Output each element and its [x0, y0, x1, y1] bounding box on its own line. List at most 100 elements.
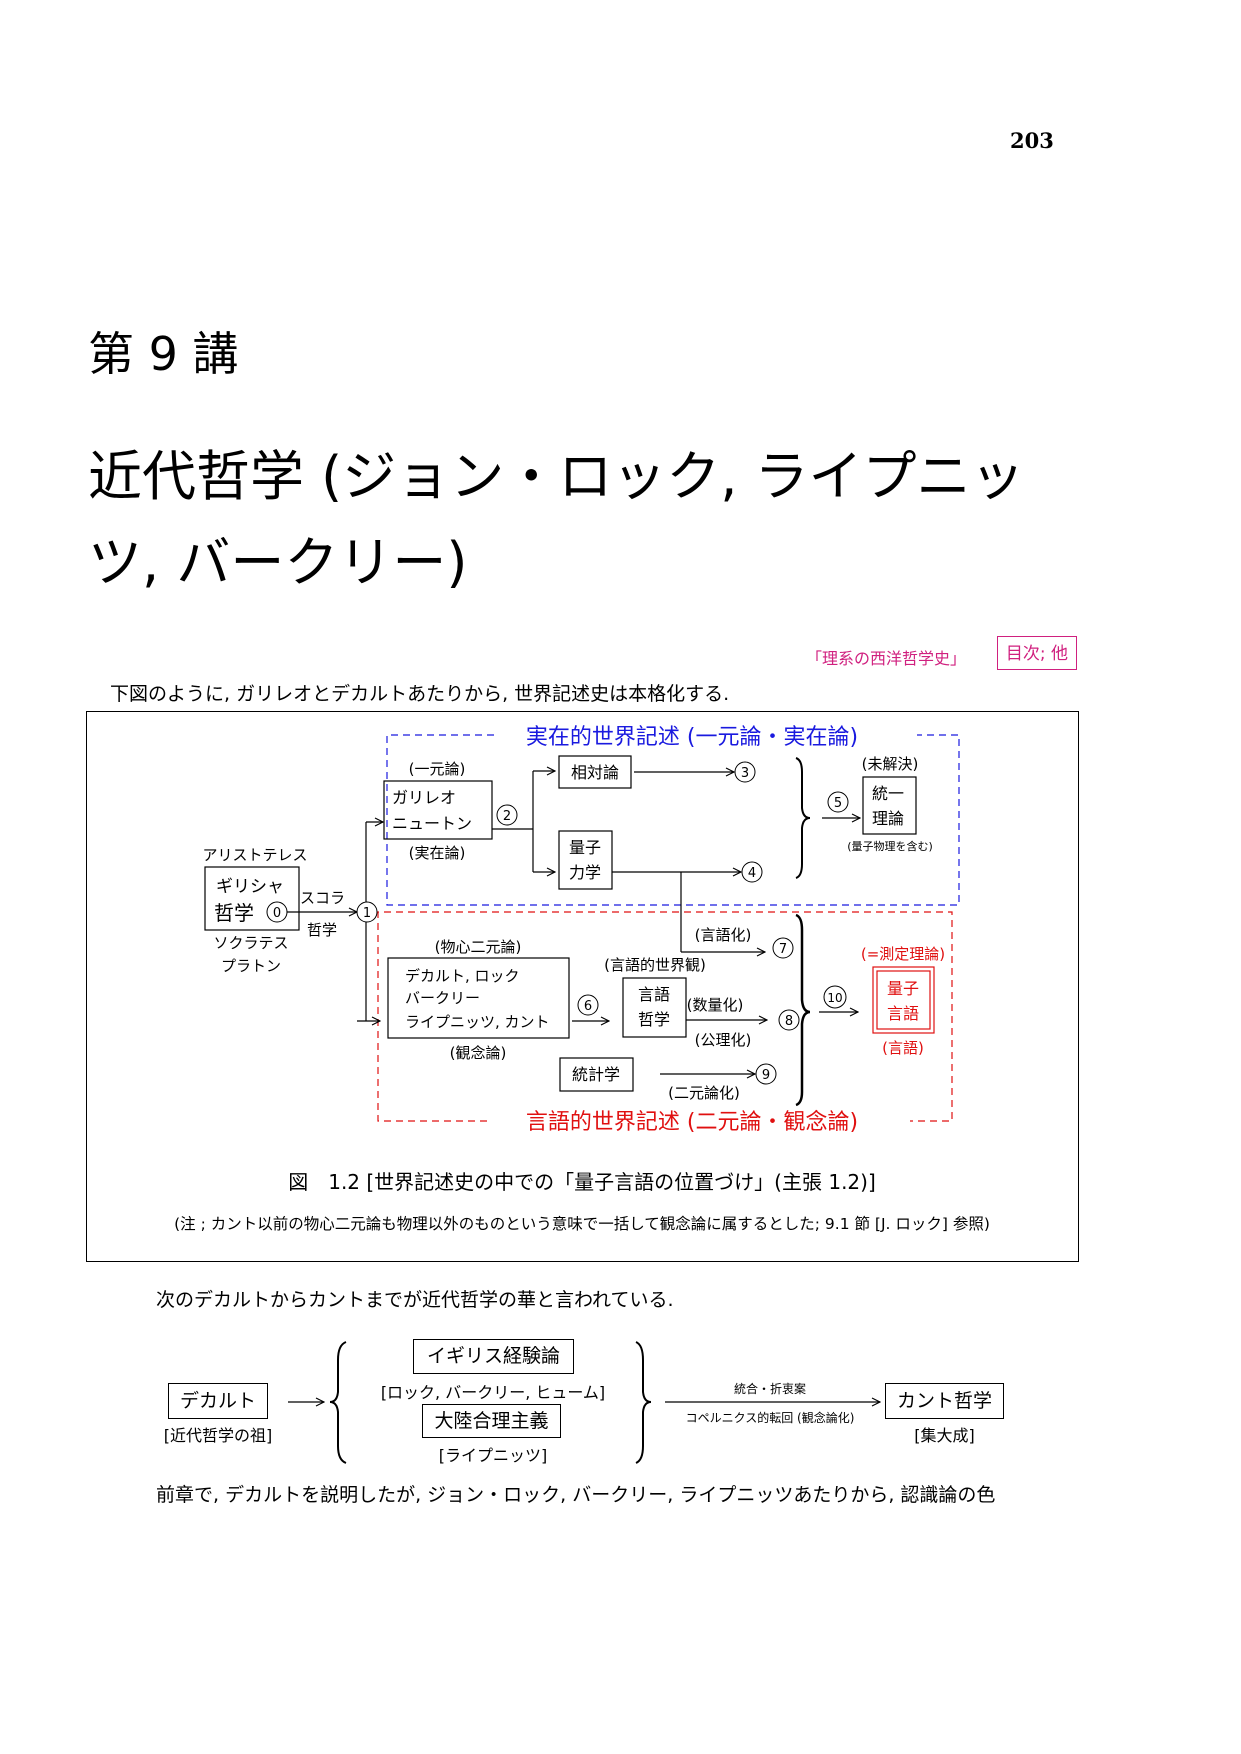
descartes-group-box: [387, 957, 570, 1039]
circle-5: 5: [827, 791, 849, 813]
linguistic-title: 言語的世界記述 (二元論・観念論): [526, 1110, 858, 1135]
flow-empiricism-box: イギリス経験論: [413, 1339, 574, 1374]
statistics-box: [559, 1057, 634, 1092]
figure-note: (注 ; カント以前の物心二元論も物理以外のものという意味で一括して観念論に属す…: [174, 1214, 990, 1233]
figure-caption: 図 1.2 [世界記述史の中での「量子言語の位置づけ」(主張 1.2)]: [288, 1170, 876, 1194]
language-philosophy-box: [622, 977, 687, 1038]
quantum-line1: 量子: [569, 838, 601, 857]
descartes-line2: バークリー: [405, 989, 480, 1007]
greek-line2: 哲学: [214, 901, 254, 925]
flow-rationalism-label: 大陸合理主義: [434, 1410, 549, 1432]
page-number: 203: [1010, 128, 1054, 153]
monism-label: (一元論): [409, 760, 466, 778]
lower-brace: [795, 913, 811, 1107]
realism-label: (実在論): [409, 844, 466, 862]
svg-text:10: 10: [827, 991, 842, 1005]
circle-4: 4: [741, 861, 763, 883]
upper-brace: [795, 757, 811, 879]
flow-left-brace: [329, 1341, 347, 1464]
flow-kant-note: [集大成]: [914, 1426, 975, 1445]
svg-text:2: 2: [503, 809, 511, 824]
galileo-label: ガリレオ: [392, 788, 456, 807]
mind-body-dualism-label: (物心二元論): [435, 938, 522, 956]
unified-theory-box: [862, 776, 917, 835]
svg-text:1: 1: [363, 906, 371, 921]
quantum-mechanics-box: [558, 830, 613, 890]
last-line: 前章で, デカルトを説明したが, ジョン・ロック, バークリー, ライプニッツあ…: [156, 1484, 996, 1506]
chapter-heading: 第 9 講: [88, 327, 239, 381]
measurement-theory-label: (=測定理論): [861, 945, 945, 963]
flow-rationalism-box: 大陸合理主義: [422, 1404, 561, 1438]
circle-8: 8: [778, 1009, 800, 1031]
svg-text:5: 5: [834, 796, 842, 811]
circle-7: 7: [772, 937, 794, 959]
flow-descartes-box: デカルト: [168, 1383, 268, 1419]
newton-label: ニュートン: [392, 814, 472, 833]
circle-6: 6: [577, 994, 599, 1016]
greek-philosophy-box: [204, 866, 300, 931]
flow-rationalism-note: [ライプニッツ]: [438, 1446, 548, 1465]
descartes-line1: デカルト, ロック: [405, 967, 520, 985]
paragraph-2: 次のデカルトからカントまでが近代哲学の華と言われている.: [156, 1289, 674, 1311]
flow-arrow-top-label: 統合・折衷案: [734, 1381, 806, 1396]
galileo-newton-box: [383, 780, 493, 840]
socrates-label: ソクラテス: [213, 934, 288, 952]
flow-descartes-label: デカルト: [179, 1390, 256, 1412]
realist-region: [386, 734, 960, 906]
svg-text:7: 7: [779, 942, 787, 957]
linguistic-worldview-label: (言語的世界観): [604, 956, 706, 974]
dualize-label: (二元論化): [668, 1084, 740, 1102]
includes-quantum-label: (量子物理を含む): [847, 839, 933, 853]
lang-phil-line2: 哲学: [638, 1010, 670, 1029]
flow-right-brace: [635, 1341, 652, 1464]
flow-empiricism-note: [ロック, バークリー, ヒューム]: [380, 1383, 606, 1402]
axiomatize-label: (公理化): [695, 1031, 752, 1049]
idealism-label: (観念論): [450, 1044, 507, 1062]
flow-empiricism-label: イギリス経験論: [426, 1345, 560, 1367]
quantum-language-box: [872, 966, 935, 1034]
unsolved-label: (未解決): [862, 755, 919, 773]
relativity-box: [558, 755, 632, 789]
circle-2: 2: [496, 804, 518, 826]
relativity-label: 相対論: [571, 763, 619, 782]
language-label: (言語): [882, 1039, 924, 1057]
quantum-line2: 力学: [569, 863, 601, 882]
quantum-language-line2: 言語: [887, 1004, 919, 1023]
flow-descartes-note: [近代哲学の祖]: [163, 1426, 273, 1445]
circle-9: 9: [755, 1063, 777, 1085]
scholastic-bottom: 哲学: [307, 921, 337, 939]
flow-kant-label: カント哲学: [896, 1390, 992, 1412]
statistics-label: 統計学: [572, 1065, 620, 1084]
aristotle-label: アリストテレス: [202, 846, 307, 864]
circle-3: 3: [734, 761, 756, 783]
figure-frame: [86, 711, 1079, 1262]
linguistic-region: [377, 911, 953, 1122]
scholastic-top: スコラ: [300, 889, 345, 907]
svg-text:0: 0: [273, 906, 281, 921]
plato-label: プラトン: [221, 957, 281, 975]
title-line-1: 近代哲学 (ジョン・ロック, ライプニッ: [88, 445, 1025, 508]
svg-text:6: 6: [584, 999, 592, 1014]
svg-text:9: 9: [762, 1068, 770, 1083]
svg-text:3: 3: [741, 766, 749, 781]
circle-0: 0: [266, 901, 288, 923]
series-link[interactable]: 「理系の西洋哲学史」: [806, 649, 967, 668]
title-line-2: ツ, バークリー): [88, 531, 468, 594]
svg-text:8: 8: [785, 1014, 793, 1029]
quantum-language-line1: 量子: [887, 979, 919, 998]
unified-line1: 統一: [872, 784, 904, 803]
unified-line2: 理論: [872, 809, 904, 828]
lang-phil-line1: 言語: [638, 985, 670, 1004]
intro-text: 下図のように, ガリレオとデカルトあたりから, 世界記述史は本格化する.: [110, 683, 730, 705]
quantify-label: (数量化): [687, 996, 744, 1014]
toc-link[interactable]: 目次; 他: [997, 636, 1077, 670]
circle-1: 1: [356, 901, 378, 923]
flow-kant-box: カント哲学: [885, 1383, 1004, 1419]
verbalize-label: (言語化): [695, 926, 752, 944]
svg-text:4: 4: [748, 866, 756, 881]
descartes-line3: ライプニッツ, カント: [405, 1013, 550, 1031]
flow-arrow-bottom-label: コペルニクス的転回 (観念論化): [686, 1410, 855, 1425]
realist-title: 実在的世界記述 (一元論・実在論): [526, 725, 858, 750]
greek-line1: ギリシャ: [216, 877, 284, 897]
